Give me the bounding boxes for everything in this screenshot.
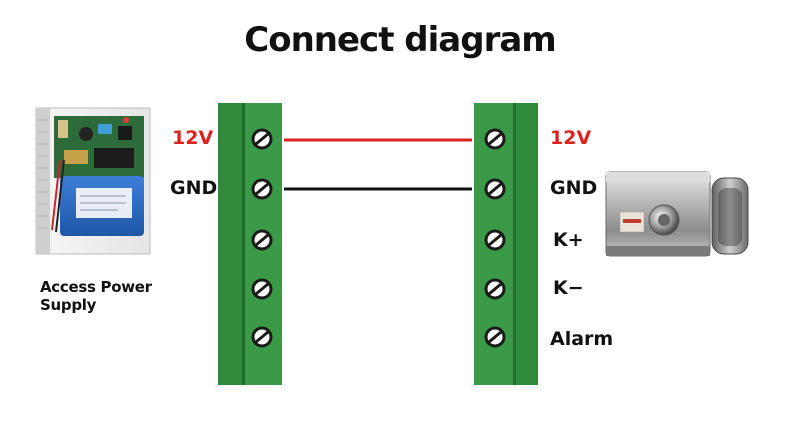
power-supply-caption-line1: Access Power: [40, 278, 152, 296]
right-label-alarm: Alarm: [550, 328, 614, 350]
right-label-12v: 12V: [550, 127, 592, 149]
right-terminal-screws: [484, 128, 506, 348]
power-supply-caption-line2: Supply: [40, 296, 97, 314]
right-label-k-plus: K+: [553, 229, 584, 251]
left-terminal-screws: [251, 128, 273, 348]
right-label-gnd: GND: [550, 177, 598, 199]
screw-terminal-icon: [484, 229, 506, 251]
left-terminal-block: [218, 103, 282, 385]
right-label-k-minus: K−: [553, 277, 584, 299]
right-terminal-block: [474, 103, 538, 385]
power-supply-image: [35, 107, 151, 255]
screw-terminal-icon: [484, 278, 506, 300]
diagram-title: Connect diagram: [244, 20, 556, 60]
screw-terminal-icon: [484, 128, 506, 150]
screw-terminal-icon: [251, 278, 273, 300]
screw-terminal-icon: [484, 326, 506, 348]
power-supply-caption: Access Power Supply: [40, 278, 152, 314]
screw-terminal-icon: [484, 178, 506, 200]
screw-terminal-icon: [251, 326, 273, 348]
electric-lock-image: [605, 171, 749, 257]
screw-terminal-icon: [251, 128, 273, 150]
left-label-gnd: GND: [170, 177, 218, 199]
left-label-12v: 12V: [172, 127, 214, 149]
screw-terminal-icon: [251, 178, 273, 200]
screw-terminal-icon: [251, 229, 273, 251]
